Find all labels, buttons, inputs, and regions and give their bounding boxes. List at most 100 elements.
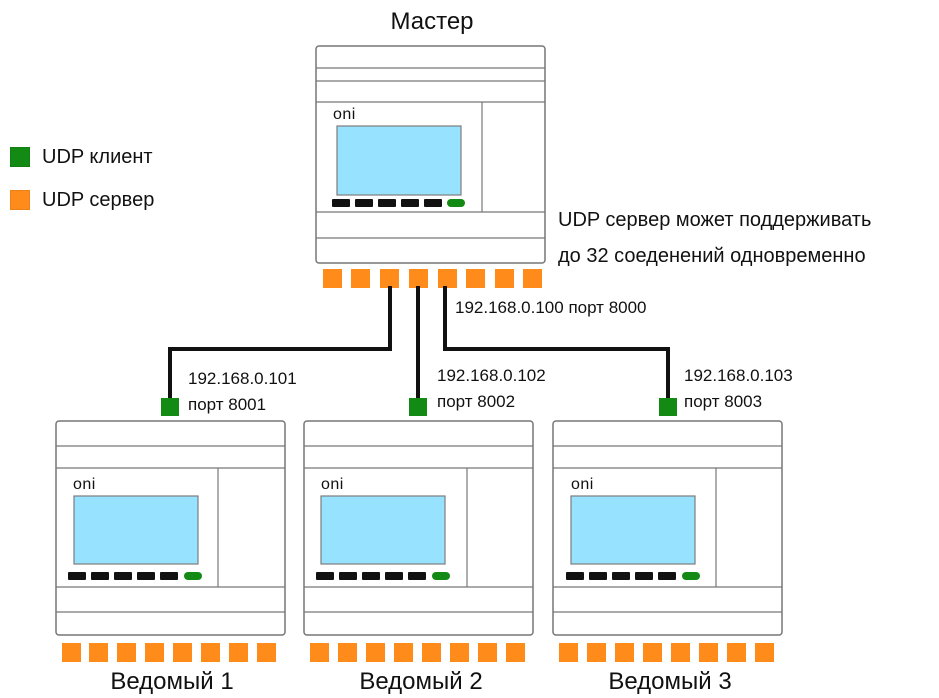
slave-2-terminal xyxy=(366,643,385,662)
slave-1-buttons xyxy=(68,572,202,580)
slave-3-terminal xyxy=(615,643,634,662)
legend-client: UDP клиент xyxy=(10,145,153,169)
slave-3-terminal xyxy=(755,643,774,662)
slave-1-terminal xyxy=(201,643,220,662)
slave-1-terminal xyxy=(89,643,108,662)
master-terminal xyxy=(495,269,514,288)
slave-2-brand-label: oni xyxy=(321,476,344,493)
slave-3-title: Ведомый 3 xyxy=(608,668,732,695)
master-screen xyxy=(336,125,462,196)
slave-3-buttons xyxy=(566,572,700,580)
slave-3-button-1 xyxy=(566,572,584,580)
master-terminal xyxy=(438,269,457,288)
slave-3-device xyxy=(552,420,783,662)
slave-1-button-2 xyxy=(91,572,109,580)
slave-2-terminal-row xyxy=(310,643,525,662)
slave-2-terminal xyxy=(422,643,441,662)
legend-client-label: UDP клиент xyxy=(42,146,153,168)
master-note-line2: до 32 соеденений одновременно xyxy=(558,245,866,267)
slave-1-screen xyxy=(73,495,199,565)
master-device xyxy=(315,45,546,288)
master-terminal xyxy=(323,269,342,288)
slave-2-button-2 xyxy=(339,572,357,580)
slave-3-button-5 xyxy=(658,572,676,580)
slave-1-button-green xyxy=(184,572,202,580)
slave-2-ip: 192.168.0.102 xyxy=(437,366,546,385)
slave-1-port: порт 8001 xyxy=(188,395,267,414)
slave-3-terminal xyxy=(727,643,746,662)
slave-3-terminal xyxy=(643,643,662,662)
master-terminal xyxy=(380,269,399,288)
legend-server-label: UDP сервер xyxy=(42,189,155,211)
wire-to-slave-1 xyxy=(168,286,392,400)
slave-2-client-port xyxy=(409,398,427,416)
slave-1-button-1 xyxy=(68,572,86,580)
master-brand-label: oni xyxy=(333,106,356,123)
slave-2-terminal xyxy=(478,643,497,662)
slave-2-device xyxy=(303,420,534,662)
slave-1-terminal-row xyxy=(62,643,276,662)
slave-2-terminal xyxy=(506,643,525,662)
master-terminal xyxy=(523,269,542,288)
slave-3-button-4 xyxy=(635,572,653,580)
legend-server: UDP сервер xyxy=(10,188,154,212)
slave-2-terminal xyxy=(338,643,357,662)
slave-3-screen xyxy=(570,495,696,565)
slave-3-terminal xyxy=(587,643,606,662)
slave-3-ip: 192.168.0.103 xyxy=(684,366,793,385)
slave-3-button-3 xyxy=(612,572,630,580)
slave-1-terminal xyxy=(62,643,81,662)
slave-2-button-4 xyxy=(385,572,403,580)
master-button-5 xyxy=(424,199,442,207)
slave-3-button-2 xyxy=(589,572,607,580)
slave-2-port: порт 8002 xyxy=(437,392,516,411)
slave-1-terminal xyxy=(257,643,276,662)
master-title: Мастер xyxy=(390,8,474,35)
wire-to-slave-3 xyxy=(443,286,670,400)
slave-2-button-green xyxy=(432,572,450,580)
slave-1-title: Ведомый 1 xyxy=(110,668,234,695)
slave-3-terminal xyxy=(699,643,718,662)
slave-1-terminal xyxy=(229,643,248,662)
slave-2-terminal xyxy=(394,643,413,662)
slave-2-buttons xyxy=(316,572,450,580)
slave-1-terminal xyxy=(145,643,164,662)
slave-1-terminal xyxy=(117,643,136,662)
master-button-3 xyxy=(378,199,396,207)
master-button-green xyxy=(447,199,465,207)
slave-1-button-5 xyxy=(160,572,178,580)
master-button-1 xyxy=(332,199,350,207)
master-terminal xyxy=(466,269,485,288)
slave-1-client-port xyxy=(161,398,179,416)
master-address: 192.168.0.100 порт 8000 xyxy=(455,298,647,317)
slave-1-button-4 xyxy=(137,572,155,580)
master-terminal-row xyxy=(323,269,542,288)
slave-2-button-1 xyxy=(316,572,334,580)
legend-server-swatch xyxy=(10,190,30,210)
master-button-2 xyxy=(355,199,373,207)
master-note-line1: UDP сервер может поддерживать xyxy=(558,209,872,231)
slave-2-terminal xyxy=(310,643,329,662)
slave-3-terminal xyxy=(559,643,578,662)
legend-client-swatch xyxy=(10,147,30,167)
master-buttons xyxy=(332,199,465,207)
slave-1-brand-label: oni xyxy=(73,476,96,493)
slave-1-ip: 192.168.0.101 xyxy=(188,369,297,388)
slave-1-device xyxy=(55,420,286,662)
slave-2-terminal xyxy=(450,643,469,662)
slave-3-client-port xyxy=(659,398,677,416)
master-terminal xyxy=(409,269,428,288)
slave-2-button-3 xyxy=(362,572,380,580)
slave-1-terminal xyxy=(173,643,192,662)
slave-3-terminal-row xyxy=(559,643,774,662)
slave-3-button-green xyxy=(682,572,700,580)
slave-2-title: Ведомый 2 xyxy=(359,668,483,695)
slave-3-port: порт 8003 xyxy=(684,392,763,411)
slave-2-screen xyxy=(320,495,446,565)
slave-3-terminal xyxy=(671,643,690,662)
master-terminal xyxy=(351,269,370,288)
slave-2-button-5 xyxy=(408,572,426,580)
slave-1-button-3 xyxy=(114,572,132,580)
client-ports xyxy=(161,398,677,416)
